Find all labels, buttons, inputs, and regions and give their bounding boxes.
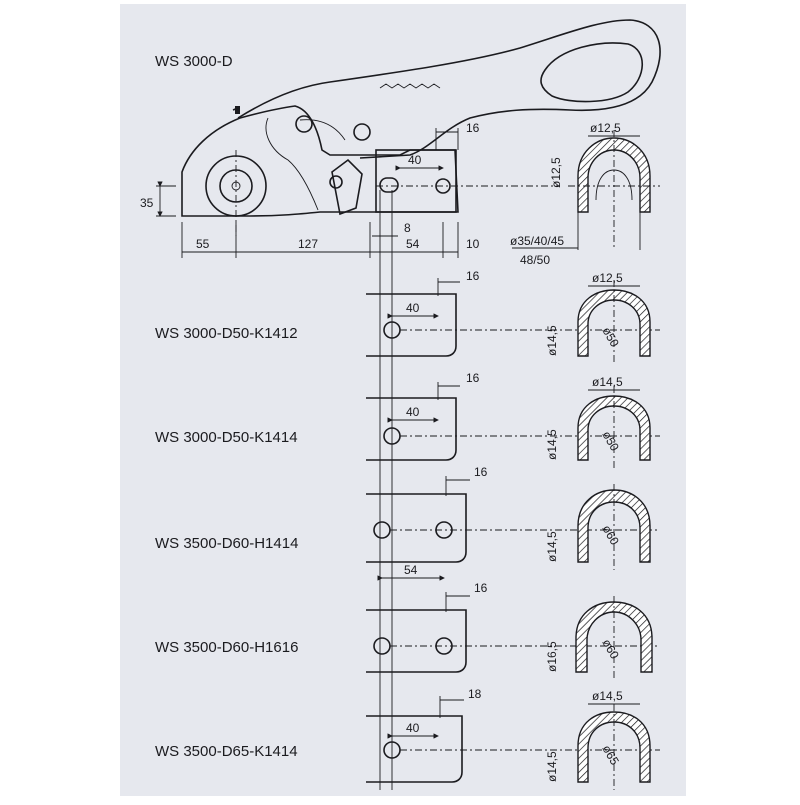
variant-2-label: WS 3000-D50-K1414 (155, 429, 298, 446)
variant-1-height: ø14,5 (545, 325, 559, 356)
dim-16-top: 16 (466, 121, 480, 135)
variant-1: WS 3000-D50-K1412 16 40 ø12,5 ø14,5 ø50 (155, 269, 660, 364)
variant-2-width: 16 (466, 371, 480, 385)
dim-35: 35 (140, 196, 154, 210)
variant-1-label: WS 3000-D50-K1412 (155, 325, 298, 342)
variant-3-height: ø14,5 (545, 531, 559, 562)
variant-3: WS 3500-D60-H1414 16 ø14,5 ø60 (155, 465, 660, 570)
ball-sizes-line1: ø35/40/45 (510, 234, 564, 248)
dim-d125-top: ø12,5 (590, 121, 621, 135)
variant-2-height: ø14,5 (545, 429, 559, 460)
dim-127: 127 (298, 237, 318, 251)
variant-2: WS 3000-D50-K1414 16 40 ø14,5 ø14,5 ø50 (155, 371, 660, 468)
ball-sizes-line2: 48/50 (520, 253, 550, 267)
coupling-body (181, 19, 661, 236)
variant-1-hole: ø12,5 (592, 271, 623, 285)
variant-4-width: 16 (474, 581, 488, 595)
variant-5: WS 3500-D65-K1414 18 40 ø14,5 ø14,5 ø65 (155, 687, 660, 790)
dim-d125-side: ø12,5 (549, 157, 563, 188)
variant-4-height: ø16,5 (545, 641, 559, 672)
dim-8: 8 (404, 221, 411, 235)
variant-2-hole: ø14,5 (592, 375, 623, 389)
variant-5-width: 18 (468, 687, 482, 701)
title-label: WS 3000-D (155, 53, 233, 70)
variant-4-label: WS 3500-D60-H1616 (155, 639, 298, 656)
variant-3-label: WS 3500-D60-H1414 (155, 535, 298, 552)
variant-5-spacing: 40 (406, 721, 420, 735)
variant-3-width: 16 (474, 465, 488, 479)
dim-54: 54 (406, 237, 420, 251)
dim-55: 55 (196, 237, 210, 251)
dim-40-top: 40 (408, 153, 422, 167)
variant-5-height: ø14,5 (545, 751, 559, 782)
top-section-view: ø12,5 ø12,5 ø35/40/45 48/50 (510, 121, 660, 267)
variant-5-label: WS 3500-D65-K1414 (155, 743, 298, 760)
variant-4-spacing: 54 (404, 563, 418, 577)
variant-5-hole: ø14,5 (592, 689, 623, 703)
variant-1-width: 16 (466, 269, 480, 283)
top-dimensions: 16 40 35 8 55 127 54 10 (140, 121, 480, 258)
variant-1-spacing: 40 (406, 301, 420, 315)
dim-10: 10 (466, 237, 480, 251)
variant-2-spacing: 40 (406, 405, 420, 419)
